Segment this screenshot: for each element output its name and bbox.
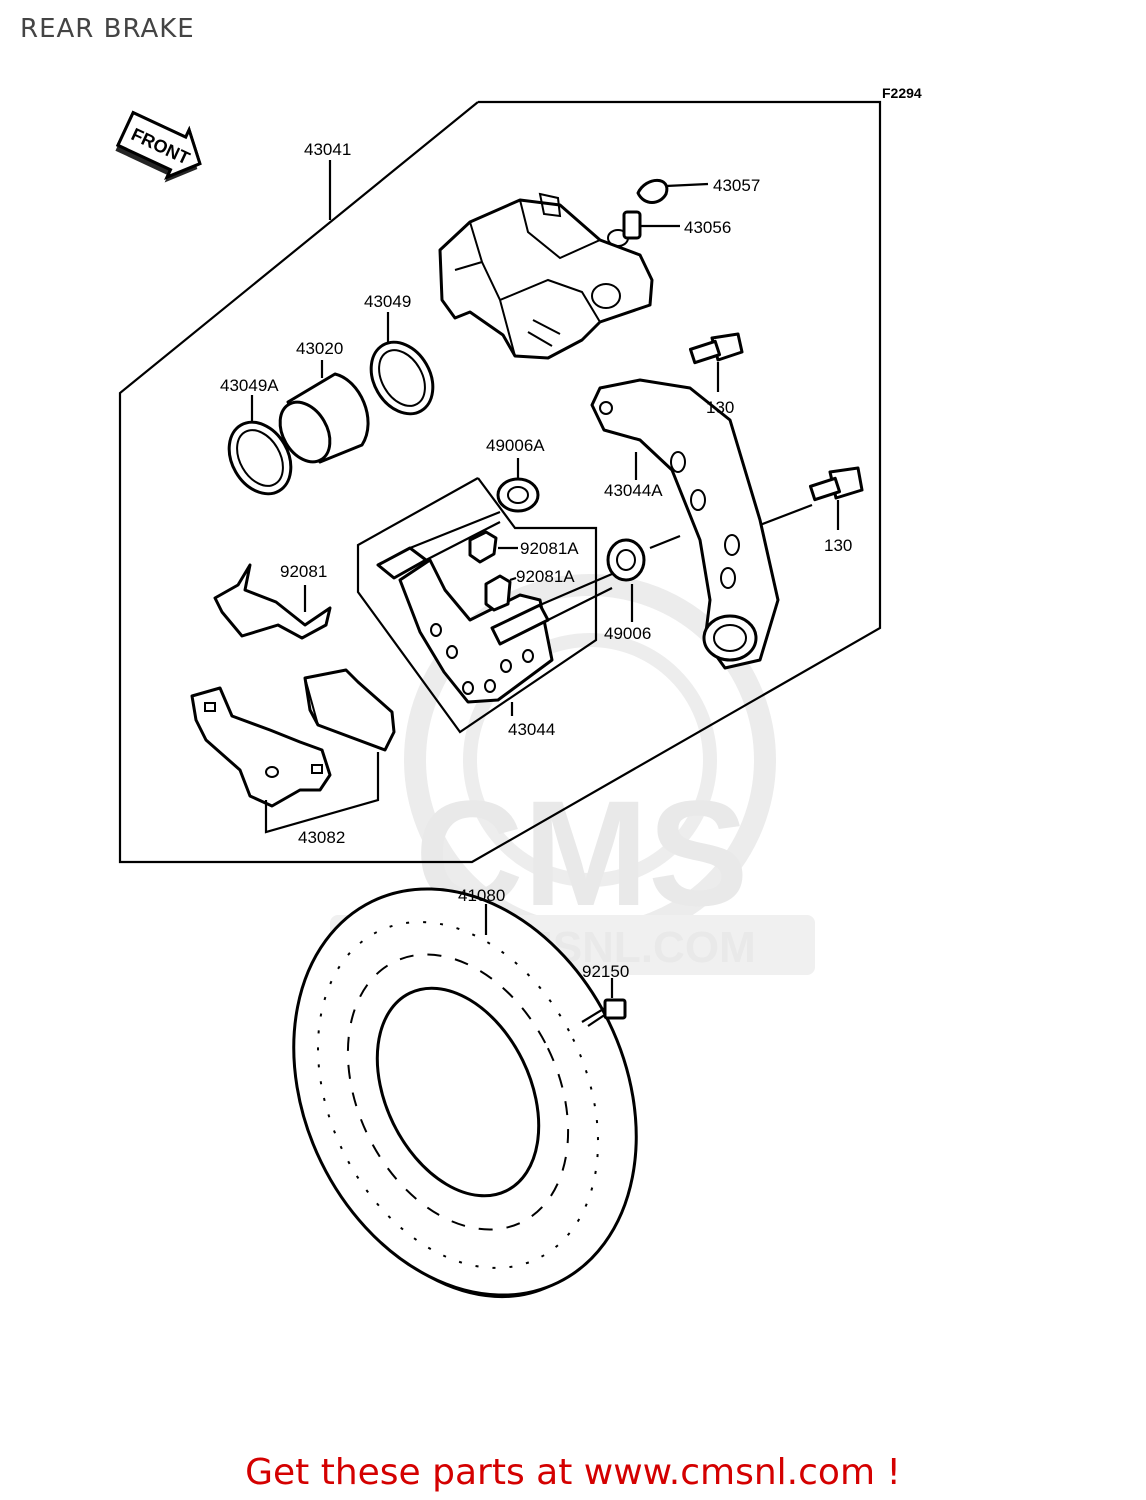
bleeder-cap [636, 178, 709, 204]
callout-49006: 49006 [604, 624, 651, 643]
front-arrow-icon: FRONT [115, 110, 202, 183]
brake-disc [292, 887, 638, 1299]
caliper-assembly-frame [118, 100, 882, 864]
callout-49006A: 49006A [486, 436, 545, 455]
callout-92081A-upper: 92081A [520, 539, 579, 558]
figure-id: F2294 [882, 85, 922, 101]
callout-43049A: 43049A [220, 376, 279, 395]
callout-92150: 92150 [582, 962, 629, 981]
caliper-body [438, 192, 654, 360]
bleeder-valve [622, 210, 680, 240]
pad-spring-a-upper [468, 530, 518, 564]
pad-spring-a-lower [484, 574, 517, 612]
callout-92081A-lower: 92081A [516, 567, 575, 586]
pad-group-bracket [264, 752, 380, 834]
callout-92081: 92081 [280, 562, 327, 581]
footer-shop-link[interactable]: Get these parts at www.cmsnl.com ! [245, 1452, 901, 1493]
callout-130-lower: 130 [824, 536, 852, 555]
callout-41080: 41080 [458, 886, 505, 905]
dust-seal [227, 395, 293, 496]
callout-43056: 43056 [684, 218, 731, 237]
callout-43057: 43057 [713, 176, 760, 195]
pin-boot-upper [496, 458, 540, 513]
callout-43020: 43020 [296, 339, 343, 358]
callout-43044: 43044 [508, 720, 555, 739]
brake-pad-inner [303, 668, 396, 752]
callout-43082: 43082 [298, 828, 345, 847]
callout-43041: 43041 [304, 140, 351, 159]
piston [278, 360, 370, 464]
pin-boot-lower [606, 534, 681, 622]
anti-rattle-spring [213, 563, 332, 640]
page-title: REAR BRAKE [20, 14, 195, 44]
caliper-holder [376, 510, 613, 716]
holder-group-frame [356, 477, 598, 734]
disc-bolt [581, 978, 627, 1027]
callout-130-upper: 130 [706, 398, 734, 417]
mounting-bolt-upper [688, 332, 744, 392]
mounting-bolt-lower [808, 466, 864, 530]
piston-seal [369, 312, 435, 416]
callout-43049: 43049 [364, 292, 411, 311]
brake-pad-outer [190, 686, 332, 808]
callout-43044A: 43044A [604, 481, 663, 500]
torque-link-bracket [590, 378, 813, 670]
